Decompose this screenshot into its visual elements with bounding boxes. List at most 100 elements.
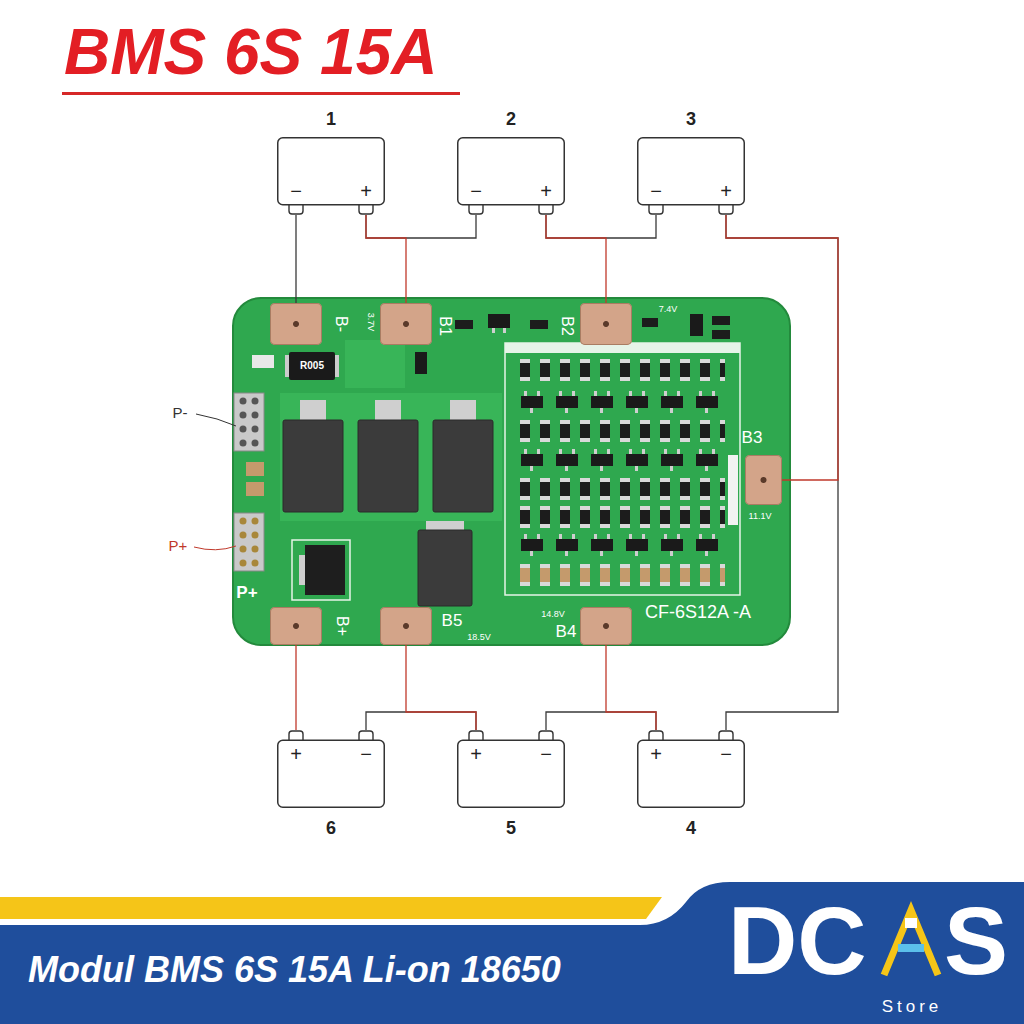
battery-body xyxy=(458,138,565,205)
chip-row xyxy=(515,448,725,472)
battery-outline xyxy=(637,137,745,215)
mosfet-tab xyxy=(450,400,476,422)
title-underline xyxy=(62,92,460,95)
voltage-label: 14.8V xyxy=(541,610,565,619)
cell-number: 5 xyxy=(506,819,516,837)
connector-strip xyxy=(728,455,738,525)
title-text: BMS 6S 15A xyxy=(64,20,437,84)
wire xyxy=(366,712,476,730)
capacitor-row xyxy=(515,562,725,588)
pin-hole xyxy=(252,398,259,405)
solder-pad: B1 xyxy=(380,303,432,345)
pin-header xyxy=(234,513,264,571)
smd-parts xyxy=(246,314,738,525)
logo-icon xyxy=(884,910,938,975)
battery-symbol: 1−+ xyxy=(277,137,385,215)
battery-body xyxy=(278,740,385,807)
mosfet-body xyxy=(283,420,343,512)
silkscreen-frame xyxy=(505,343,740,595)
cell-number: 1 xyxy=(326,110,336,128)
terminal-sign: + xyxy=(290,744,302,764)
chip-row xyxy=(515,533,725,557)
pin-hole xyxy=(240,412,247,419)
terminal-sign: + xyxy=(720,181,732,201)
resistor-body xyxy=(289,352,335,380)
solder-pad: B+ xyxy=(270,607,322,645)
pin-hole xyxy=(252,532,259,539)
smd-capacitor xyxy=(252,355,274,368)
solder-pad: B5 xyxy=(380,607,432,645)
battery-symbol: 2−+ xyxy=(457,137,565,215)
terminal-sign: + xyxy=(540,181,552,201)
wire xyxy=(295,645,296,730)
wire xyxy=(546,215,606,303)
battery-body xyxy=(458,740,565,807)
smd-resistor xyxy=(642,318,658,327)
pin-hole xyxy=(240,440,247,447)
solder-pad: B2 xyxy=(580,303,632,345)
shunt-resistor xyxy=(285,352,339,380)
logo-icon xyxy=(898,944,924,952)
pcb-outline xyxy=(233,298,790,645)
pin-hole xyxy=(252,560,259,567)
voltage-label: 7.4V xyxy=(659,305,678,314)
resistor-array xyxy=(515,357,725,588)
battery-symbol: 6+− xyxy=(277,730,385,808)
pad-label: B+ xyxy=(334,616,350,636)
banner xyxy=(0,882,1024,1024)
pin-hole xyxy=(240,560,247,567)
battery-body xyxy=(638,138,745,205)
smd-capacitor xyxy=(246,462,264,476)
pin-hole xyxy=(240,546,247,553)
part-marking: R005 xyxy=(300,361,324,371)
mosfet-body xyxy=(358,420,418,512)
resistor-row xyxy=(515,357,725,383)
cell-number: 6 xyxy=(326,819,336,837)
sot-chip xyxy=(690,314,703,336)
wire xyxy=(366,215,406,303)
sot-chip xyxy=(415,352,427,374)
pin-hole xyxy=(240,398,247,405)
logo-text: DC xyxy=(728,893,867,989)
terminal-sign: − xyxy=(290,181,302,201)
terminal-sign: + xyxy=(360,181,372,201)
voltage-label: 11.1V xyxy=(749,512,772,521)
bms-board: CF-6S12A -AB-B1B2B3B+B5B4 xyxy=(233,298,790,645)
terminal-sign: + xyxy=(650,744,662,764)
wire xyxy=(406,645,476,730)
board-marking: CF-6S12A -A xyxy=(645,602,755,624)
smd-resistor xyxy=(712,330,730,339)
battery-symbol: 5+− xyxy=(457,730,565,808)
smd-resistor xyxy=(712,316,730,325)
terminal-sign: + xyxy=(470,744,482,764)
voltage-label: 3.7V xyxy=(366,313,375,332)
pin-hole xyxy=(252,518,259,525)
terminal-sign: − xyxy=(540,744,552,764)
callout-label: P- xyxy=(173,405,188,420)
pin-hole xyxy=(252,440,259,447)
battery-symbol: 3−+ xyxy=(637,137,745,215)
pad-label: B1 xyxy=(437,316,453,336)
pad-label: B5 xyxy=(442,612,463,629)
cell-number: 4 xyxy=(686,819,696,837)
caption-text: Modul BMS 6S 15A Li-on 18650 xyxy=(28,952,561,988)
pin-header-body xyxy=(234,393,264,451)
terminal-sign: − xyxy=(720,744,732,764)
logo-icon xyxy=(905,918,917,928)
battery-body xyxy=(278,138,385,205)
pin-hole xyxy=(240,426,247,433)
mosfet xyxy=(283,400,493,606)
pin-header xyxy=(234,393,264,451)
battery-outline xyxy=(277,730,385,808)
battery-symbol: 4+− xyxy=(637,730,745,808)
battery-outline xyxy=(457,730,565,808)
battery-outline xyxy=(457,137,565,215)
wire xyxy=(726,215,838,730)
pad-label: B2 xyxy=(559,316,575,336)
resistor-row xyxy=(515,418,725,444)
pcb-board xyxy=(233,298,790,645)
cell-number: 3 xyxy=(686,110,696,128)
battery-body xyxy=(638,740,745,807)
pad-label: B4 xyxy=(556,623,577,640)
wire xyxy=(295,215,296,303)
